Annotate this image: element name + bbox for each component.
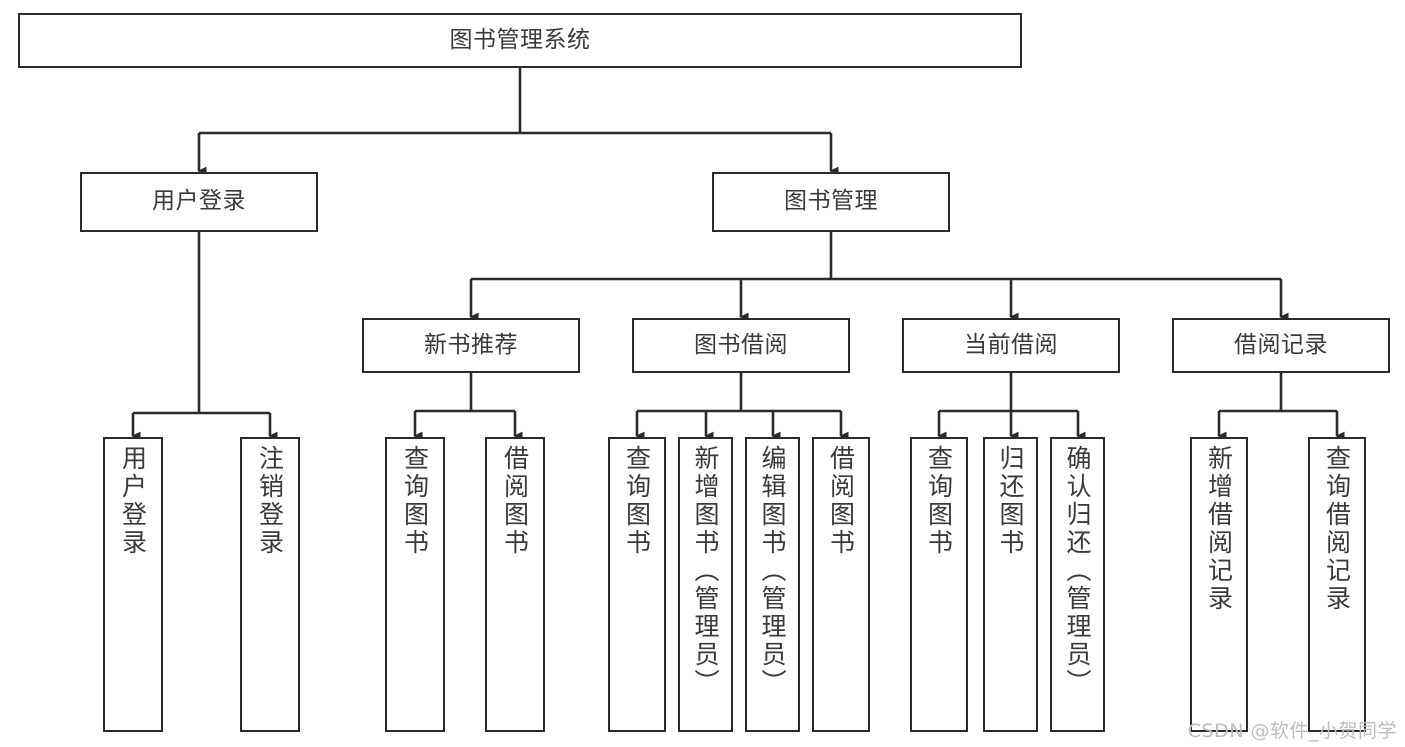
node-leaf-nbr-query[interactable]: 查询图书 xyxy=(385,437,445,732)
node-root[interactable]: 图书管理系统 xyxy=(18,13,1022,68)
node-leaf-user-login[interactable]: 用户登录 xyxy=(103,437,163,732)
node-leaf-cb-confirm[interactable]: 确认归还（管理员） xyxy=(1050,437,1105,732)
node-leaf-bb-add[interactable]: 新增图书（管理员） xyxy=(678,437,733,732)
node-label: 用户登录 xyxy=(118,445,148,557)
node-leaf-bb-query[interactable]: 查询图书 xyxy=(608,437,666,732)
node-leaf-nbr-borrow[interactable]: 借阅图书 xyxy=(485,437,545,732)
node-label: 借阅图书 xyxy=(826,445,856,557)
node-label: 查询图书 xyxy=(400,445,430,557)
node-new-book-rec[interactable]: 新书推荐 xyxy=(362,318,580,373)
node-label: 编辑图书（管理员） xyxy=(758,445,787,697)
node-label: 图书借阅 xyxy=(694,331,788,358)
node-label: 图书管理 xyxy=(784,188,878,215)
node-leaf-bb-edit[interactable]: 编辑图书（管理员） xyxy=(745,437,800,732)
node-leaf-cb-return[interactable]: 归还图书 xyxy=(983,437,1038,732)
node-leaf-cb-query[interactable]: 查询图书 xyxy=(910,437,968,732)
node-label: 新增借阅记录 xyxy=(1204,445,1234,613)
node-label: 查询图书 xyxy=(622,445,652,557)
node-label: 查询借阅记录 xyxy=(1322,445,1352,613)
node-label: 新书推荐 xyxy=(424,331,518,358)
node-borrow-record[interactable]: 借阅记录 xyxy=(1172,318,1390,373)
node-label: 图书管理系统 xyxy=(449,26,591,53)
node-label: 当前借阅 xyxy=(964,331,1058,358)
node-book-borrow[interactable]: 图书借阅 xyxy=(632,318,850,373)
node-current-borrow[interactable]: 当前借阅 xyxy=(902,318,1120,373)
node-label: 查询图书 xyxy=(924,445,954,557)
node-user-login[interactable]: 用户登录 xyxy=(80,172,318,232)
node-leaf-br-add[interactable]: 新增借阅记录 xyxy=(1190,437,1248,732)
node-label: 归还图书 xyxy=(996,445,1025,557)
node-label: 借阅记录 xyxy=(1234,331,1328,358)
node-label: 用户登录 xyxy=(152,188,246,215)
node-leaf-br-query[interactable]: 查询借阅记录 xyxy=(1308,437,1366,732)
node-label: 确认归还（管理员） xyxy=(1063,445,1092,697)
node-label: 新增图书（管理员） xyxy=(691,445,720,697)
node-leaf-logout[interactable]: 注销登录 xyxy=(240,437,300,732)
node-label: 借阅图书 xyxy=(500,445,530,557)
node-label: 注销登录 xyxy=(255,445,285,557)
node-book-manage[interactable]: 图书管理 xyxy=(712,172,950,232)
node-leaf-bb-borrow[interactable]: 借阅图书 xyxy=(812,437,870,732)
csdn-watermark: CSDN @软件_小贺同学 xyxy=(1187,720,1397,742)
